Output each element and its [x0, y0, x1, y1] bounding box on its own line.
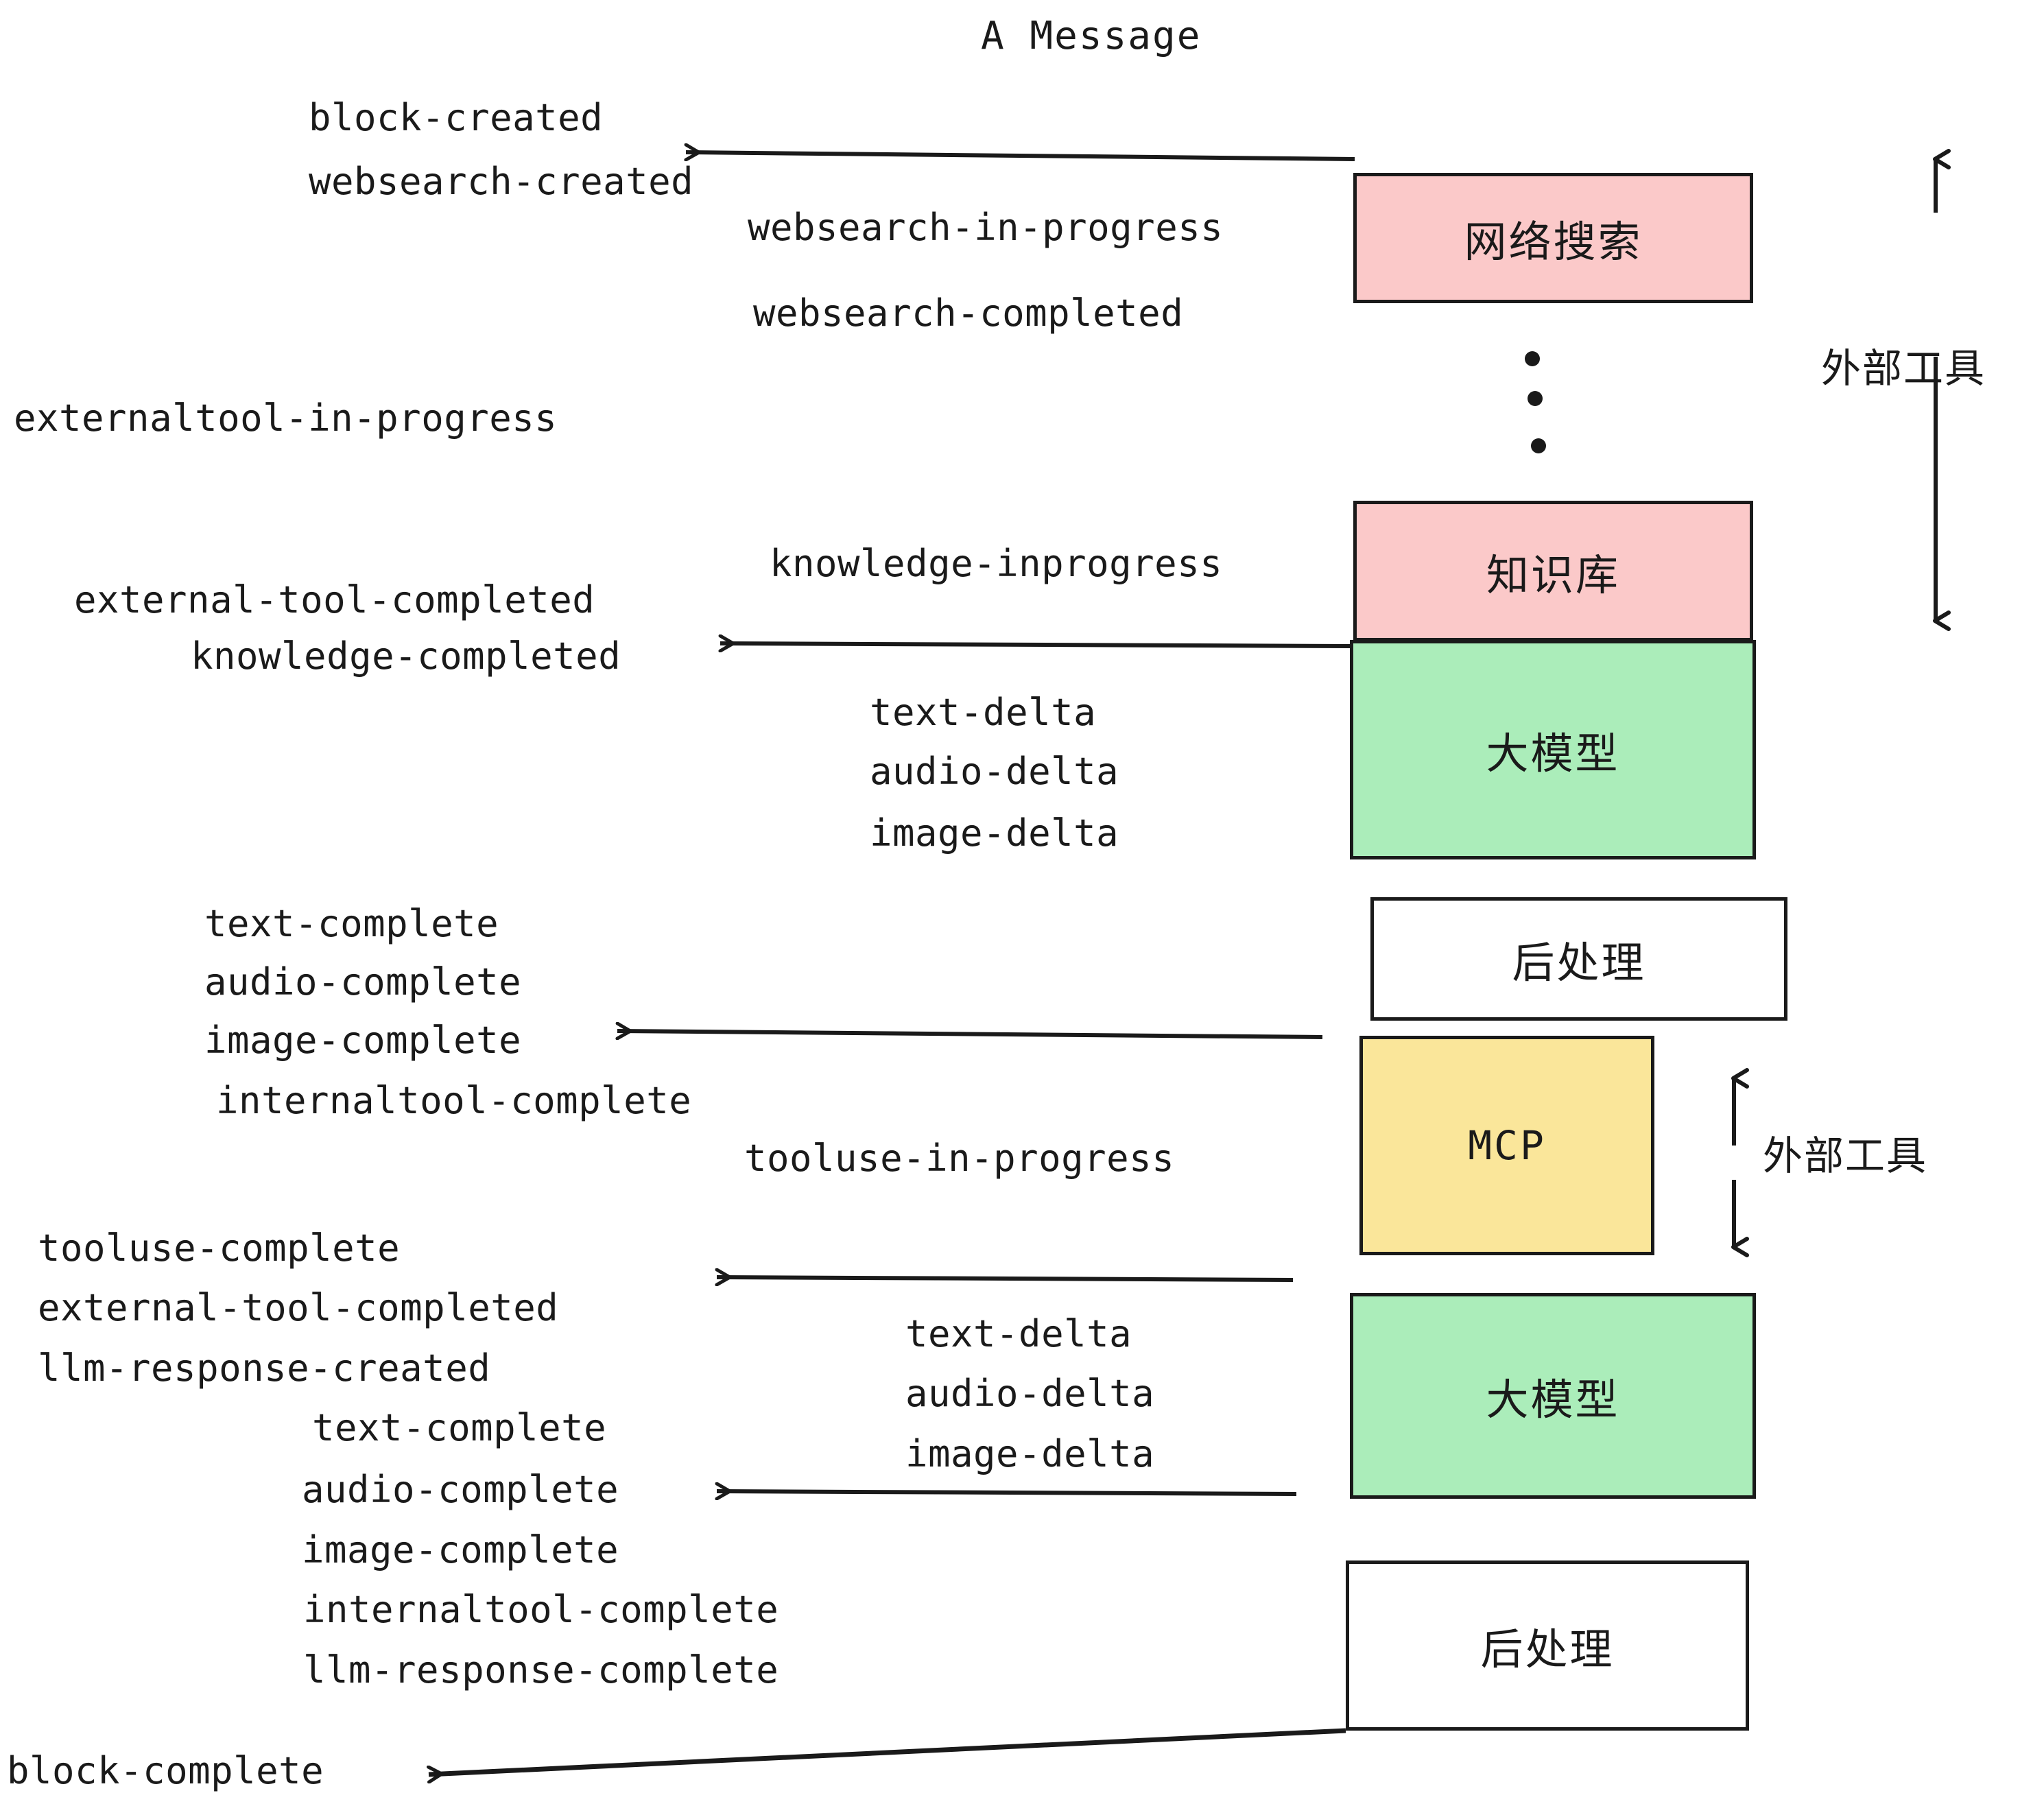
- event-audio-delta-2: audio-delta: [905, 1372, 1155, 1415]
- arrow-knowledge-to-completed: [720, 643, 1353, 646]
- event-knowledge-inprogress: knowledge-inprogress: [770, 542, 1223, 585]
- event-external-tool-completed-2: external-tool-completed: [38, 1286, 559, 1329]
- event-websearch-completed: websearch-completed: [753, 292, 1184, 335]
- box-postprocess-1-label: 后处理: [1512, 938, 1646, 988]
- event-tooluse-in-progress: tooluse-in-progress: [744, 1137, 1175, 1180]
- box-websearch-label: 网络搜索: [1464, 217, 1643, 267]
- event-internaltool-complete-1: internaltool-complete: [216, 1079, 692, 1122]
- box-llm-2[interactable]: 大模型: [1350, 1293, 1756, 1499]
- event-knowledge-completed: knowledge-completed: [191, 634, 621, 678]
- arrow-websearch-to-block-created: [686, 152, 1355, 159]
- ellipsis-dot-1: [1525, 351, 1540, 366]
- event-image-complete-2: image-complete: [302, 1528, 619, 1571]
- event-audio-complete-1: audio-complete: [204, 960, 522, 1004]
- event-text-complete-1: text-complete: [204, 902, 499, 945]
- box-mcp-label: MCP: [1468, 1122, 1546, 1169]
- event-block-created: block-created: [309, 96, 604, 139]
- event-image-complete-1: image-complete: [204, 1019, 522, 1062]
- box-llm-2-label: 大模型: [1486, 1375, 1620, 1425]
- arrow-postprocess2-to-block-complete: [429, 1728, 1346, 1775]
- event-external-tool-completed-1: external-tool-completed: [74, 578, 595, 621]
- box-mcp[interactable]: MCP: [1359, 1036, 1654, 1255]
- event-externaltool-in-progress: externaltool-in-progress: [14, 396, 558, 440]
- box-knowledge-label: 知识库: [1486, 549, 1620, 600]
- event-websearch-created: websearch-created: [309, 160, 694, 203]
- box-postprocess-1[interactable]: 后处理: [1370, 897, 1787, 1021]
- event-image-delta-2: image-delta: [905, 1432, 1155, 1475]
- event-llm-response-complete: llm-response-complete: [303, 1648, 779, 1692]
- event-internaltool-complete-2: internaltool-complete: [303, 1588, 779, 1631]
- event-audio-complete-2: audio-complete: [302, 1468, 619, 1511]
- event-text-complete-2: text-complete: [312, 1406, 607, 1449]
- page-title: A Message: [981, 14, 1202, 58]
- label-external-tools-top: 外部工具: [1821, 345, 1986, 392]
- event-websearch-in-progress: websearch-in-progress: [748, 206, 1224, 249]
- event-text-delta-1: text-delta: [870, 691, 1097, 734]
- label-external-tools-bottom: 外部工具: [1763, 1132, 1928, 1179]
- event-tooluse-complete: tooluse-complete: [38, 1226, 401, 1270]
- event-llm-response-created: llm-response-created: [38, 1346, 491, 1390]
- event-text-delta-2: text-delta: [905, 1312, 1132, 1355]
- event-audio-delta-1: audio-delta: [870, 750, 1119, 793]
- box-postprocess-2-label: 后处理: [1480, 1624, 1615, 1674]
- box-llm-1[interactable]: 大模型: [1350, 640, 1756, 859]
- event-image-delta-1: image-delta: [870, 811, 1119, 855]
- ellipsis-dot-3: [1531, 438, 1546, 453]
- arrow-mcp-to-tooluse-complete: [717, 1277, 1294, 1280]
- box-llm-1-label: 大模型: [1486, 728, 1620, 779]
- arrow-postprocess-to-image-complete: [617, 1031, 1323, 1037]
- event-block-complete: block-complete: [7, 1749, 324, 1792]
- box-postprocess-2[interactable]: 后处理: [1346, 1560, 1749, 1731]
- box-knowledge[interactable]: 知识库: [1353, 501, 1753, 641]
- box-websearch[interactable]: 网络搜索: [1353, 173, 1753, 303]
- arrow-llm2-to-audio-complete: [717, 1491, 1297, 1494]
- ellipsis-dot-2: [1528, 391, 1543, 406]
